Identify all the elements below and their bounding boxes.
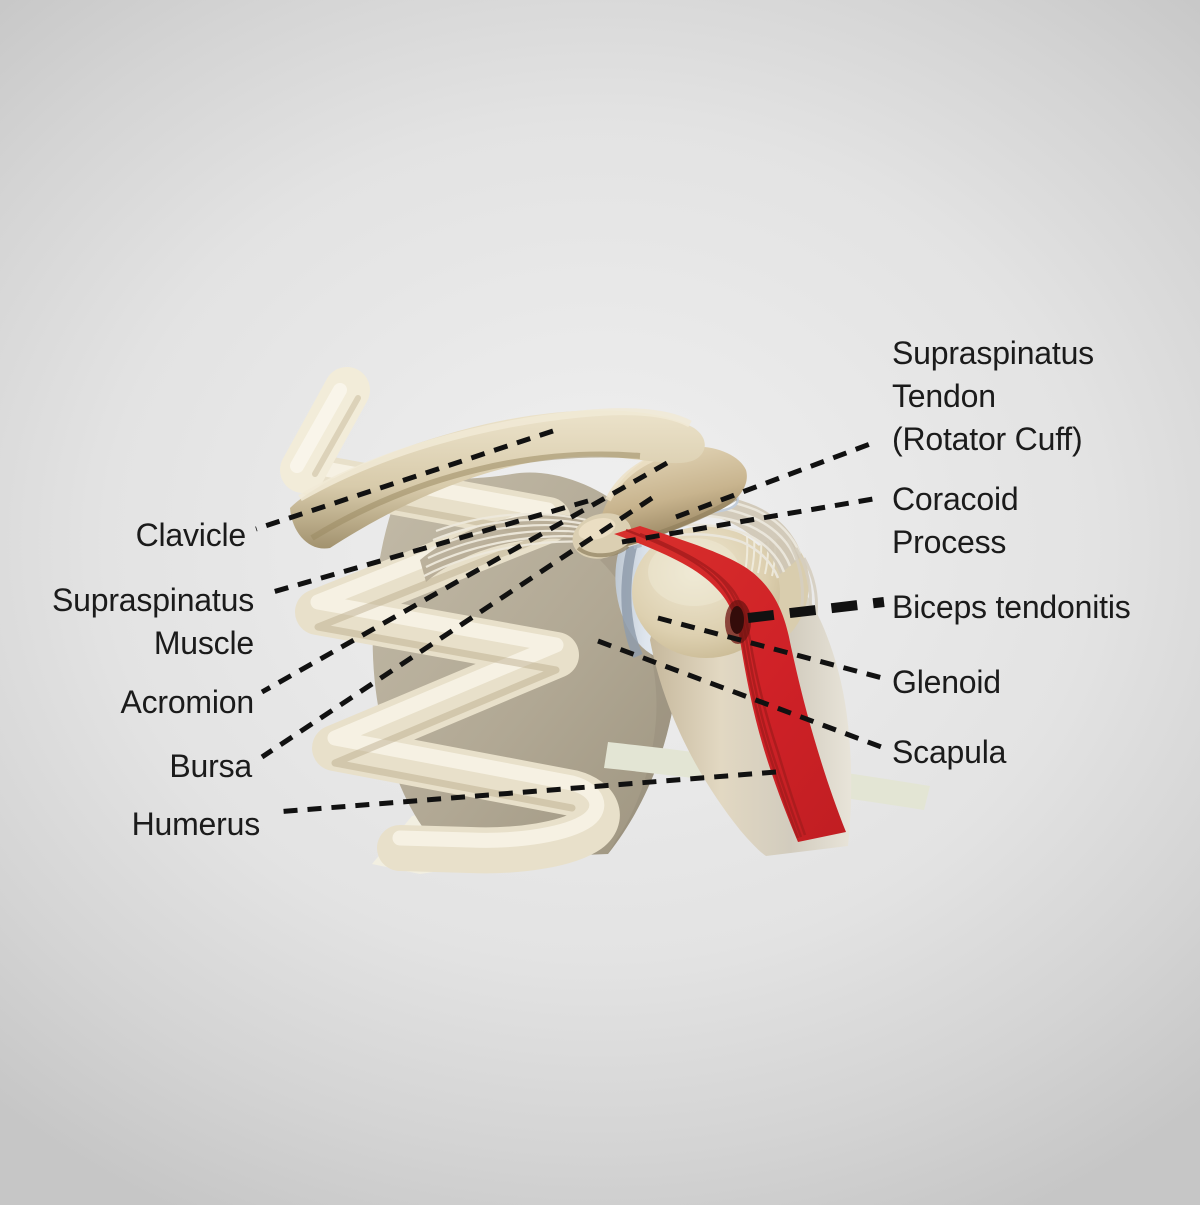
label-supraspinatus-tendon-line2: Tendon (892, 378, 996, 414)
label-supraspinatus-muscle-line2: Muscle (153, 625, 254, 661)
leader-glenoid (657, 615, 887, 682)
label-bursa: Bursa (169, 745, 252, 788)
label-supraspinatus-tendon: Supraspinatus Tendon (Rotator Cuff) (892, 332, 1094, 461)
label-acromion-text: Acromion (120, 684, 254, 720)
label-coracoid-process-line1: Coracoid (892, 481, 1019, 517)
rib-fragment (280, 367, 370, 493)
clavicle-bone (290, 408, 705, 549)
label-glenoid-text: Glenoid (892, 664, 1001, 700)
leader-bursa (260, 495, 654, 760)
label-bursa-text: Bursa (169, 748, 252, 784)
label-clavicle: Clavicle (135, 514, 247, 557)
label-biceps-tendonitis: Biceps tendonitis (892, 586, 1131, 629)
leader-acromion (260, 460, 669, 695)
leader-biceps-tendonitis (747, 597, 885, 623)
label-coracoid-process-line2: Process (892, 524, 1007, 560)
leader-supraspinatus-muscle (265, 498, 589, 597)
label-humerus-text: Humerus (131, 806, 261, 842)
label-scapula: Scapula (892, 731, 1006, 774)
label-clavicle-text: Clavicle (135, 517, 247, 553)
label-supraspinatus-tendon-line1: Supraspinatus (892, 335, 1094, 371)
label-biceps-tendonitis-text: Biceps tendonitis (892, 589, 1131, 625)
label-supraspinatus-muscle-line1: Supraspinatus (52, 582, 254, 618)
label-glenoid: Glenoid (892, 661, 1001, 704)
label-scapula-text: Scapula (892, 734, 1007, 770)
leader-coracoid-process (621, 495, 880, 545)
leader-clavicle (255, 428, 554, 532)
label-humerus: Humerus (131, 803, 261, 846)
leader-supraspinatus-tendon (675, 438, 879, 520)
label-supraspinatus-tendon-line3: (Rotator Cuff) (892, 421, 1083, 457)
leader-scapula (597, 638, 885, 751)
coracoid-process-bone (572, 513, 632, 559)
label-supraspinatus-muscle: Supraspinatus Muscle (52, 579, 254, 665)
label-coracoid-process: Coracoid Process (892, 478, 1019, 564)
label-acromion: Acromion (120, 681, 254, 724)
leader-humerus (275, 769, 777, 815)
